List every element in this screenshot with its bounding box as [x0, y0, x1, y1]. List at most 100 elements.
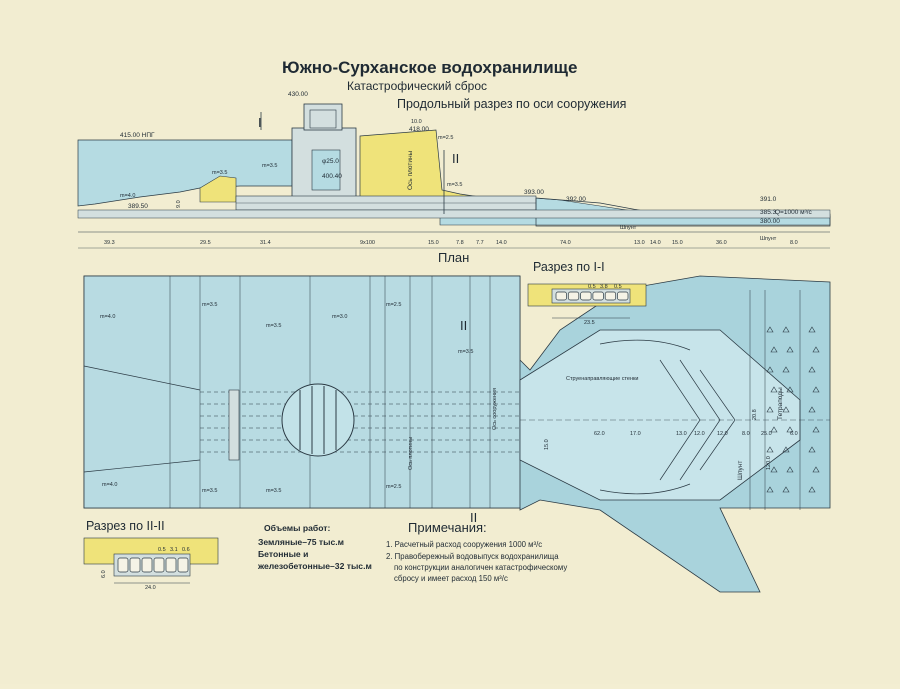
- dimension-value: 8.0: [790, 240, 798, 246]
- culvert-cell: [129, 557, 141, 573]
- plan-dam-axis: Ось плотины: [408, 437, 414, 470]
- elevation-top: 430.00: [288, 91, 308, 98]
- dimension-value: 13.0: [634, 240, 645, 246]
- dimension-value: 15.0: [672, 240, 683, 246]
- volumes-line-1: Земляные–75 тыс.м: [258, 537, 344, 547]
- tetrapod-marker: [782, 406, 790, 413]
- plan-structure-axis: Ось сооружения: [492, 388, 498, 430]
- diameter-label: φ25.0: [322, 158, 339, 165]
- plan-view: m=4.0 m=3.5 m=3.5 m=3.0 m=2.5 m=3.5 m=4.…: [83, 275, 831, 593]
- elevation-385: 385.3: [760, 209, 777, 216]
- plan-section-mark-ii-bottom: II: [470, 510, 477, 525]
- dimension-value: 9х100: [360, 240, 375, 246]
- tetrapod-marker: [766, 406, 774, 413]
- volumes-block: Объемы работ: Земляные–75 тыс.м Бетонные…: [257, 523, 372, 571]
- plan-d8: 8.0: [742, 431, 750, 437]
- plan-m25a: m=2.5: [386, 302, 401, 308]
- funnel-bottom: [83, 459, 201, 473]
- plan-tower-circle: [281, 383, 355, 457]
- volumes-line-2: Бетонные и: [258, 549, 308, 559]
- section-mark-ii: II: [452, 151, 459, 166]
- plan-d25: 25.0: [761, 431, 772, 437]
- tetrapod-marker: [782, 366, 790, 373]
- dimension-value: 7.8: [456, 240, 464, 246]
- dimension-value: 36.0: [716, 240, 727, 246]
- tetrapod-marker: [786, 346, 794, 353]
- plan-d60: 6.0: [790, 431, 798, 437]
- plan-m35a: m=3.5: [202, 302, 217, 308]
- sec2-dim-b: 3.1: [170, 547, 178, 553]
- plan-m35e: m=3.5: [266, 488, 281, 494]
- section-title: Продольный разрез по оси сооружения: [397, 97, 626, 111]
- tetrapod-marker: [812, 426, 820, 433]
- tower-piers: [299, 386, 337, 454]
- section-mark-i: I: [258, 115, 262, 130]
- tetrapod-marker: [766, 486, 774, 493]
- elevation-389: 389.50: [128, 203, 148, 210]
- plan-m35c: m=3.5: [458, 349, 473, 355]
- main-title: Южно-Сурханское водохранилище: [282, 58, 577, 77]
- sec2-height: 6.0: [101, 570, 107, 578]
- tetrapod-marker: [766, 366, 774, 373]
- section-2: 24.0 0.5 3.1 0.6 6.0: [83, 537, 219, 591]
- subtitle: Катастрофический сброс: [347, 79, 487, 93]
- flow-label: Q=1000 м³/с: [775, 209, 813, 216]
- tetrapod-marker: [782, 326, 790, 333]
- guide-walls-label: Струенаправляющие стенки: [566, 376, 639, 382]
- plan-m35b: m=3.5: [266, 323, 281, 329]
- tower-shaft: [311, 149, 341, 191]
- tetrapod-marker: [808, 326, 816, 333]
- upstream-fill: [199, 175, 237, 203]
- plan-title: План: [438, 250, 469, 265]
- section-1-title: Разрез по I-I: [533, 260, 605, 274]
- plan-d120: 12.0: [694, 431, 705, 437]
- slope-m4: m=4.0: [120, 193, 135, 199]
- sec1-dim-c: 0.5: [614, 284, 622, 290]
- plan-d15: 15.0: [544, 439, 550, 450]
- elevation-393: 393.00: [524, 189, 544, 196]
- plan-m35d: m=3.5: [202, 488, 217, 494]
- culvert-cell: [592, 291, 604, 301]
- dimension-value: 14.0: [496, 240, 507, 246]
- culvert-cell: [141, 557, 153, 573]
- longitudinal-section: I II 415.00 НПГ 430.00 10.0 418.00 400.4…: [77, 91, 831, 249]
- note-2c: сбросу и имеет расход 150 м³/с: [394, 574, 508, 583]
- tetrapod-marker: [782, 446, 790, 453]
- dim-h9: 9.0: [176, 200, 182, 208]
- tower-top: [303, 103, 343, 131]
- tetrapod-marker: [808, 406, 816, 413]
- dam-axis-label: Ось плотины: [407, 150, 414, 190]
- note-2a: 2. Правобережный водовыпуск водохранилищ…: [386, 552, 559, 561]
- tetrapod-marker: [782, 486, 790, 493]
- section-2-title: Разрез по II-II: [86, 519, 165, 533]
- tetrapod-marker: [766, 326, 774, 333]
- tetrapod-marker: [808, 366, 816, 373]
- tetrapod-marker: [786, 466, 794, 473]
- plan-d12b: 12.0: [717, 431, 728, 437]
- shpunt-2: Шпунт: [760, 236, 777, 242]
- foundation: [77, 209, 831, 219]
- culvert-cell: [604, 291, 617, 301]
- plan-d13: 13.0: [676, 431, 687, 437]
- elevation-npg: 415.00 НПГ: [120, 132, 155, 139]
- tetrapod-marker: [812, 346, 820, 353]
- plan-w208: 20.8: [752, 409, 758, 420]
- tetrapod-marker: [770, 386, 778, 393]
- note-1: 1. Расчетный расход сооружения 1000 м³/с: [386, 540, 542, 549]
- tetrapod-marker: [786, 426, 794, 433]
- shpunt-1: Шпунт: [620, 225, 637, 231]
- volumes-heading: Объемы работ:: [264, 523, 330, 533]
- dimension-value: 7.7: [476, 240, 484, 246]
- culvert-cell: [567, 291, 580, 301]
- dimension-value: 31.4: [260, 240, 271, 246]
- tetrapod-marker: [770, 426, 778, 433]
- notes-block: Примечания: 1. Расчетный расход сооружен…: [386, 520, 567, 583]
- elevation-10: 10.0: [411, 119, 422, 125]
- tetrapod-marker: [766, 446, 774, 453]
- plan-shpunt: Шпунт: [737, 461, 744, 480]
- plan-m4a: m=4.0: [100, 314, 115, 320]
- sec2-cells: [117, 557, 189, 573]
- culvert-cell: [555, 291, 567, 301]
- dimension-value: 39.3: [104, 240, 115, 246]
- elevation-391: 391.0: [760, 196, 777, 203]
